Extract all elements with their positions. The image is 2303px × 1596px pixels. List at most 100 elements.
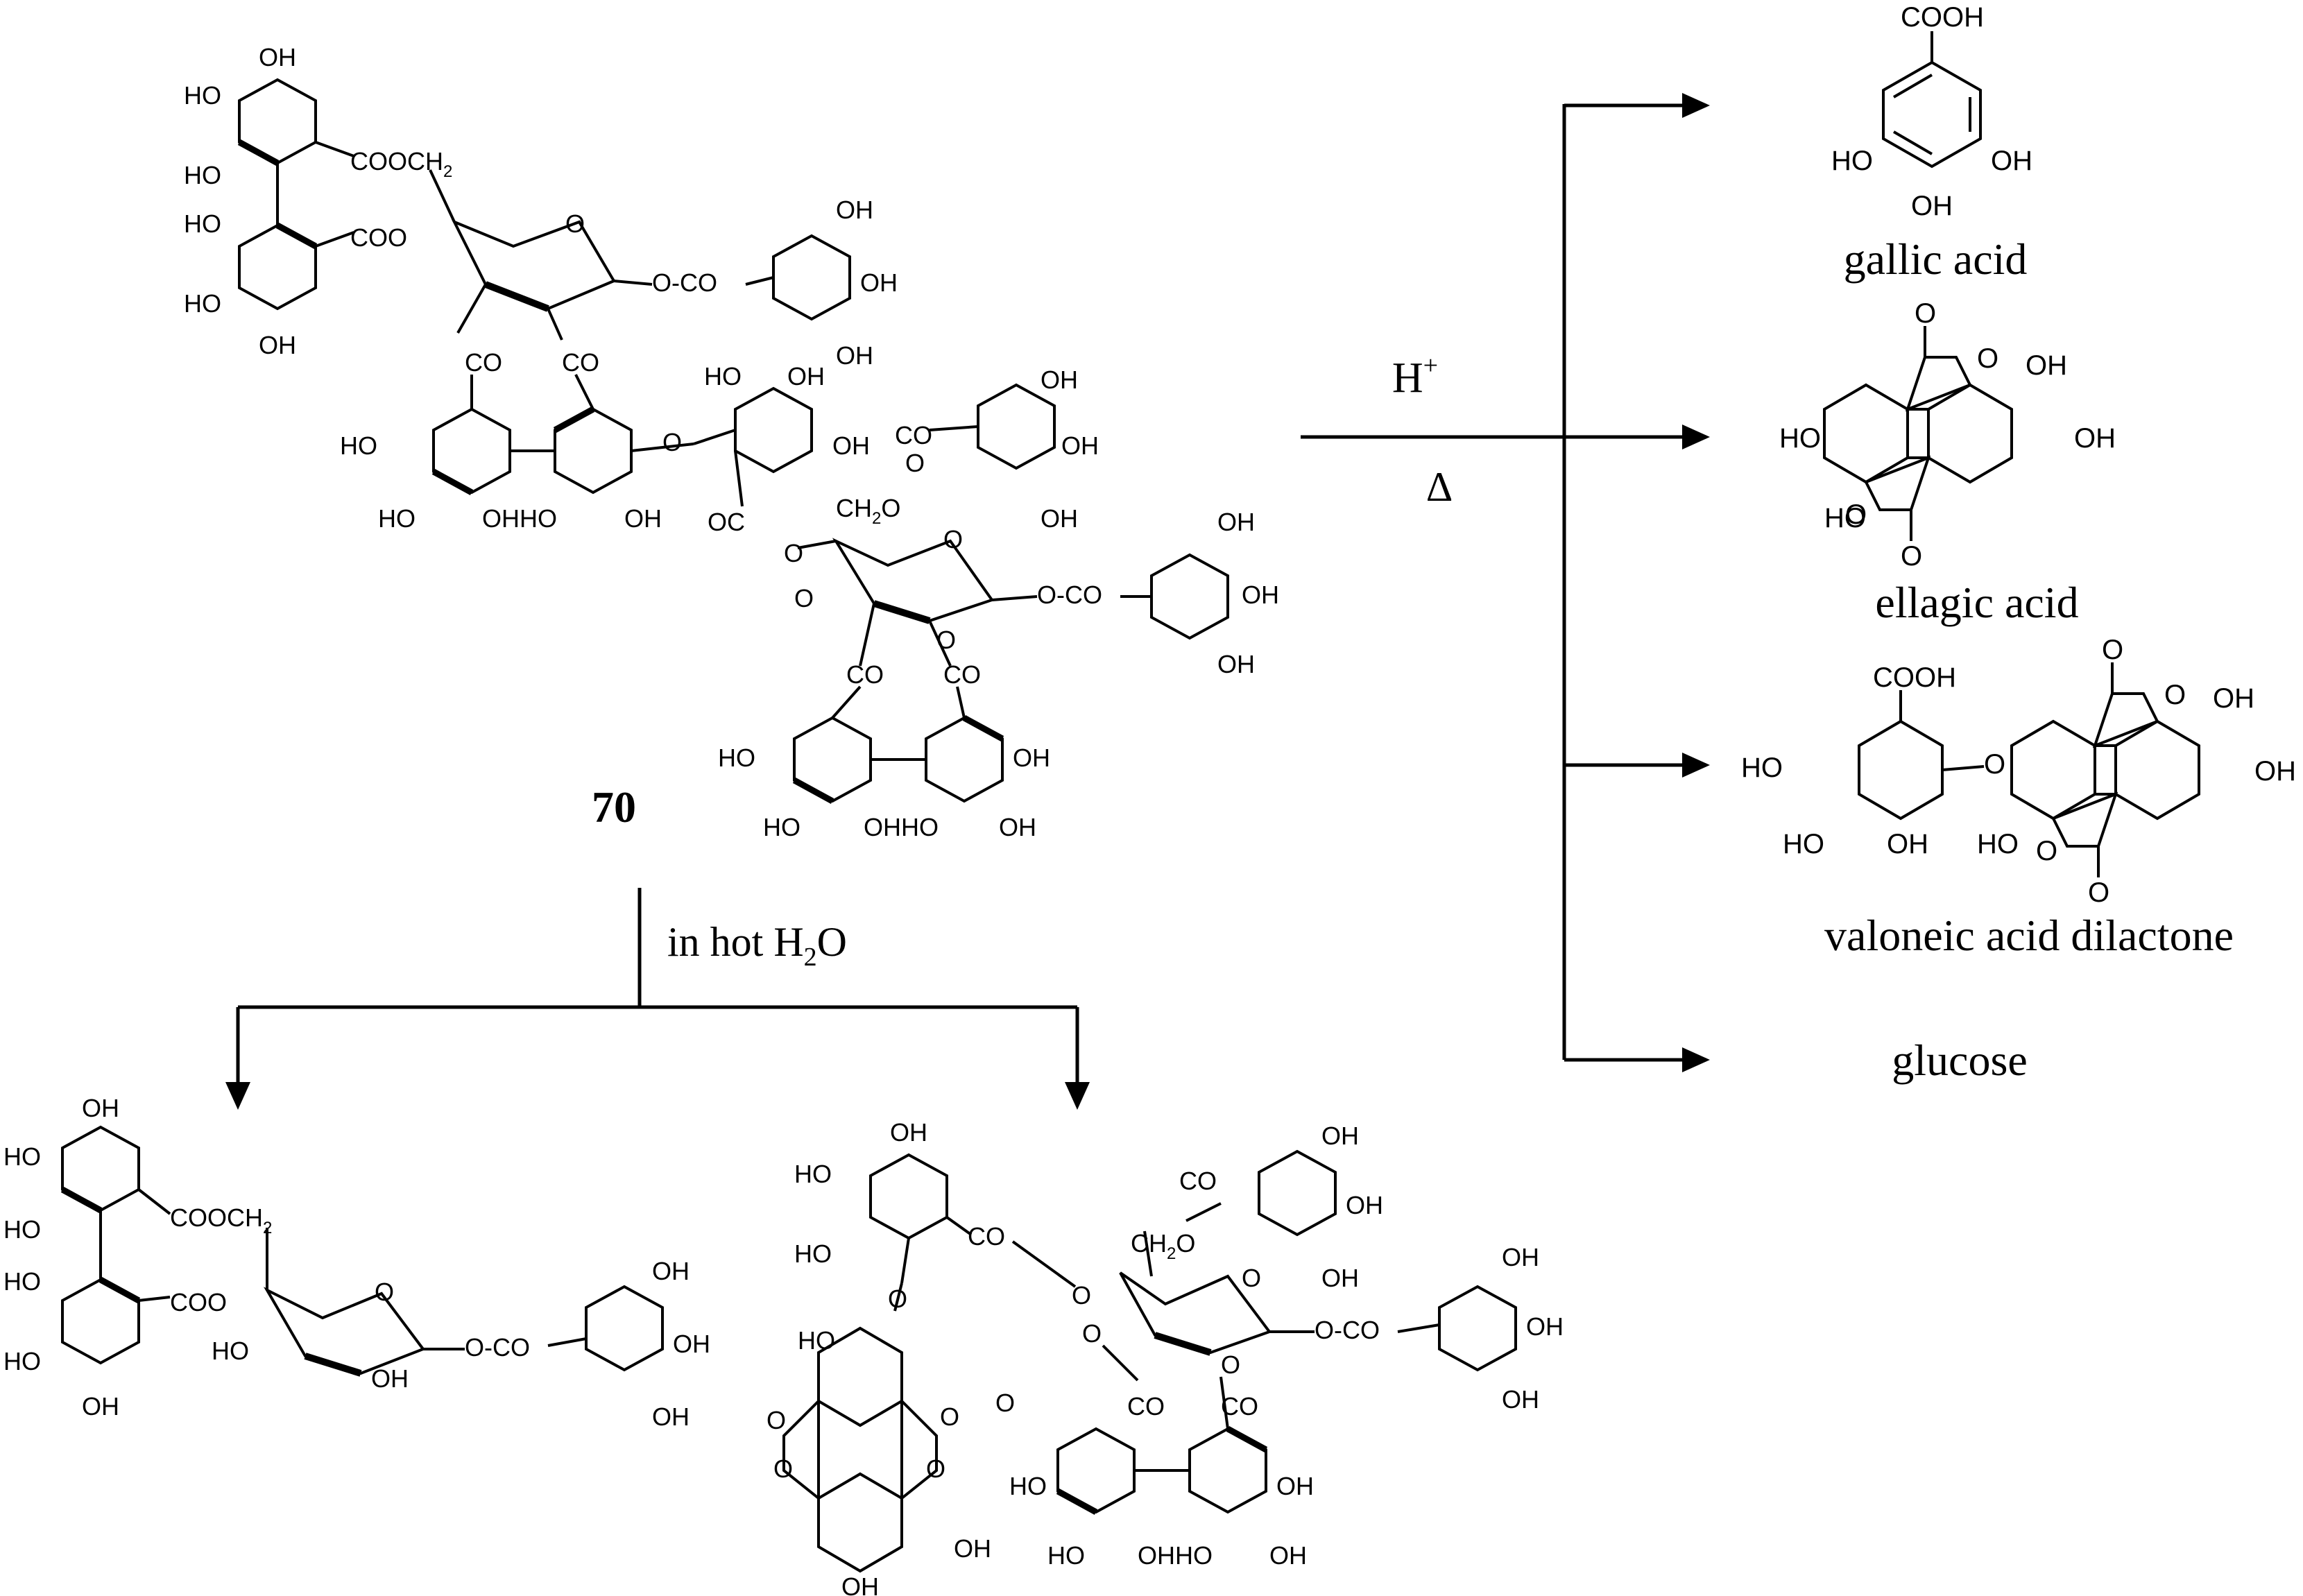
atom-label: CH2O <box>836 494 900 528</box>
atom-label: OH <box>999 813 1036 841</box>
valoneic-acid-structure <box>1858 662 2200 877</box>
atom-label: HO <box>1831 146 1873 176</box>
atom-label: CO <box>943 660 981 689</box>
atom-label: CO <box>1127 1392 1165 1421</box>
bond <box>831 685 862 719</box>
bond <box>137 1188 171 1215</box>
bond <box>547 1337 587 1347</box>
ring <box>1882 60 1982 169</box>
bond <box>1942 765 1985 771</box>
atom-label: OH <box>841 1572 879 1596</box>
atom-label: O <box>2036 836 2057 866</box>
bond <box>315 231 354 248</box>
atom-label: OH <box>890 1118 927 1147</box>
atom-label: COOH <box>1901 2 1984 33</box>
atom-label: HO <box>3 1267 41 1296</box>
atom-label: OH <box>1321 1264 1359 1292</box>
bond <box>745 276 774 286</box>
bond <box>1154 1332 1212 1356</box>
atom-label: CO <box>895 421 932 449</box>
bond <box>1143 1230 1153 1277</box>
atom-label: CO <box>846 660 884 689</box>
atom-label: OH <box>2254 756 2296 787</box>
atom-label: O <box>1977 343 1998 374</box>
atom-label: OH <box>860 268 898 297</box>
atom-label: CO <box>1221 1392 1258 1421</box>
atom-label: OH <box>1242 581 1279 609</box>
atom-label: OH <box>1041 366 1078 394</box>
atom-subscript: 2 <box>872 509 881 528</box>
atom-label: O-CO <box>1315 1316 1380 1344</box>
arrowhead-ellagic <box>1682 424 1710 449</box>
atom-label: OH <box>1269 1541 1307 1570</box>
atom-label: HO <box>184 209 221 238</box>
bond <box>315 141 354 157</box>
glucose-label: glucose <box>1892 1036 2028 1085</box>
atom-label: O <box>995 1389 1015 1417</box>
ring <box>2010 719 2096 821</box>
atom-label: OH <box>1217 508 1255 536</box>
atom-label: OHHO <box>482 504 557 533</box>
atom-subscript: 2 <box>443 162 452 181</box>
atom-label: HO <box>378 504 416 533</box>
atom-label: O <box>940 1402 959 1431</box>
ring <box>2114 719 2200 821</box>
atom-label: O <box>888 1285 907 1313</box>
left-product-structure <box>60 1125 664 1377</box>
arrowhead-gallic <box>1682 93 1710 118</box>
atom-label: O <box>767 1406 786 1434</box>
atom-subscript: 2 <box>1167 1244 1176 1263</box>
atom-label: COOH <box>1873 662 1956 693</box>
ellagic-acid-label: ellagic acid <box>1875 578 2078 627</box>
arrowhead-valoneic <box>1682 753 1710 778</box>
atom-label: OHHO <box>864 813 939 841</box>
bond <box>138 1296 171 1302</box>
atom-label: O <box>2088 877 2109 908</box>
bond <box>456 284 487 334</box>
hot-water-condition: in hot H2O <box>667 919 847 972</box>
bond <box>1102 1344 1139 1382</box>
atom-label: O <box>1984 749 2005 780</box>
atom-label: OH <box>1321 1122 1359 1150</box>
gallic-acid-labels: COOH HO OH OH <box>1831 2 2032 221</box>
atom-label: OH <box>371 1364 409 1393</box>
lactone-ring <box>782 1398 820 1502</box>
bond <box>1892 130 1933 155</box>
atom-label: HO <box>3 1142 41 1171</box>
bond <box>991 595 1038 601</box>
atom-label: OH <box>624 504 662 533</box>
lactone-ring <box>2092 692 2159 748</box>
compound-number: 70 <box>592 782 636 832</box>
bond <box>1226 1426 1268 1452</box>
atom-label: OH <box>954 1534 991 1563</box>
atom-label: OH <box>2074 423 2116 454</box>
atom-label: COO <box>170 1288 227 1316</box>
atom-label: HO <box>1009 1472 1047 1500</box>
bond <box>962 715 1004 741</box>
atom-label: O <box>1242 1264 1261 1292</box>
acid-heat-condition: H+ Δ <box>1392 351 1453 510</box>
ring <box>585 1285 664 1372</box>
bond <box>431 469 474 495</box>
atom-label: HO <box>718 744 755 772</box>
ring <box>772 234 851 321</box>
bond <box>237 139 280 166</box>
arrowhead-right-product <box>1065 1082 1090 1110</box>
bond <box>1056 1488 1098 1515</box>
atom-label: COOCH2 <box>350 147 452 181</box>
atom-label: OH <box>1911 191 1953 221</box>
atom-text: CH <box>836 494 872 522</box>
svg-text:H+: H+ <box>1392 351 1438 402</box>
atom-label: HO <box>184 289 221 318</box>
left-product-labels: OH HO HO HO HO OH COOCH2 COO O HO OH O-C… <box>3 1094 710 1431</box>
bond <box>893 1282 903 1312</box>
ring <box>1438 1285 1517 1372</box>
bond <box>275 223 318 249</box>
atom-label: O <box>1845 499 1867 530</box>
atom-label: O <box>794 584 814 612</box>
atom-label: CO <box>562 348 599 377</box>
bond <box>304 1353 362 1377</box>
lactone-ring <box>2051 791 2118 848</box>
ring <box>1258 1149 1337 1237</box>
